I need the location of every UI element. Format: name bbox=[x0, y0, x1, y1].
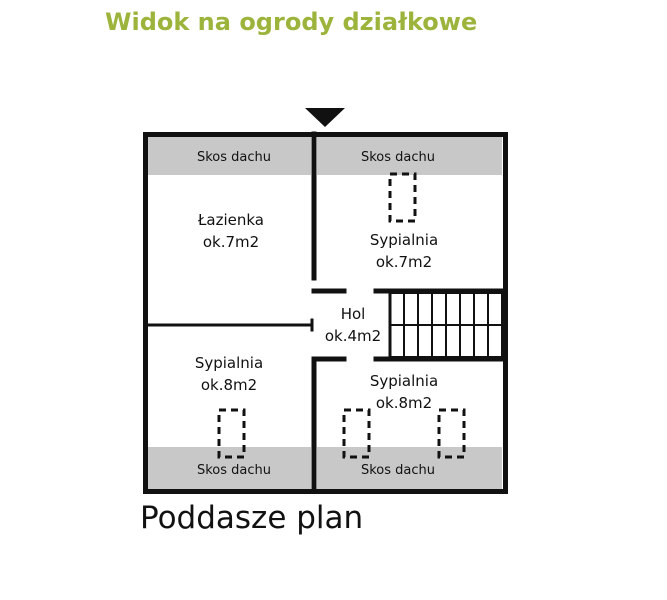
slope-band-top-right bbox=[317, 137, 502, 175]
room-bedroom-bottom-right-name: Sypialnia bbox=[370, 372, 438, 390]
room-bedroom-bottom-right-area: ok.8m2 bbox=[376, 394, 432, 412]
slope-label-top-right: Skos dachu bbox=[361, 150, 435, 165]
room-hall-area: ok.4m2 bbox=[325, 327, 381, 345]
room-bathroom-name: Łazienka bbox=[197, 211, 264, 229]
slope-label-bottom-right: Skos dachu bbox=[361, 463, 435, 478]
room-bedroom-bottom-left-name: Sypialnia bbox=[195, 354, 263, 372]
view-direction-arrow-icon bbox=[305, 108, 345, 127]
room-bedroom-top-right-name: Sypialnia bbox=[370, 231, 438, 249]
room-bedroom-top-right-area: ok.7m2 bbox=[376, 253, 432, 271]
view-direction-note: Widok na ogrody działkowe bbox=[105, 8, 478, 36]
roof-window-bottom-right-a bbox=[342, 408, 371, 459]
plan-title: Poddasze plan bbox=[140, 500, 364, 536]
slope-band-bottom-left bbox=[148, 447, 311, 489]
roof-window-bottom-left bbox=[217, 408, 246, 459]
room-bathroom-area: ok.7m2 bbox=[203, 233, 259, 251]
slope-label-top-left: Skos dachu bbox=[197, 150, 271, 165]
room-bedroom-bottom-left-area: ok.8m2 bbox=[201, 376, 257, 394]
walls bbox=[143, 131, 508, 494]
roof-window-top-right bbox=[388, 172, 417, 223]
slope-band-bottom-right bbox=[317, 447, 502, 489]
slope-label-bottom-left: Skos dachu bbox=[197, 463, 271, 478]
roof-window-bottom-right-b bbox=[437, 408, 466, 459]
staircase bbox=[389, 292, 503, 358]
slope-band-top-left bbox=[148, 137, 311, 175]
room-hall-name: Hol bbox=[341, 305, 366, 323]
outer-wall bbox=[143, 132, 508, 494]
